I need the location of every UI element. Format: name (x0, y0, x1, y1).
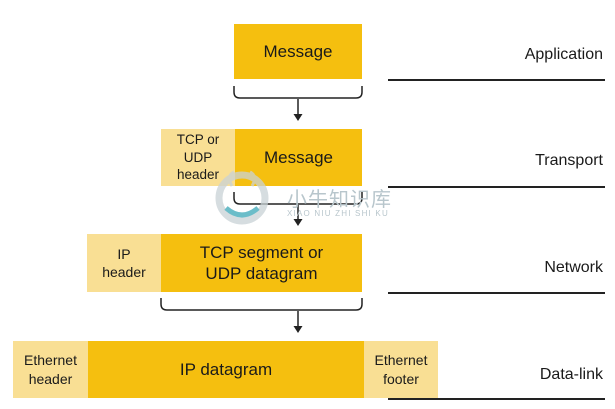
ethernet-header-label: Ethernet header (24, 352, 77, 387)
layer-rule-data-link (388, 398, 605, 400)
transport-payload-label: Message (264, 147, 333, 167)
network-header-block: IP header (87, 234, 161, 292)
brace-application (233, 86, 363, 99)
ethernet-footer-block: Ethernet footer (364, 341, 438, 398)
application-message-block: Message (234, 24, 362, 79)
layer-rule-transport (388, 186, 605, 188)
watermark-logo (215, 170, 269, 225)
layer-rule-network (388, 292, 605, 294)
brace-transport (233, 192, 363, 205)
ip-header-label: IP header (102, 245, 146, 280)
layer-rule-application (388, 79, 605, 81)
layer-label-application: Application (524, 46, 603, 63)
layer-label-network: Network (544, 259, 603, 276)
brace-network (160, 298, 363, 311)
tcp-udp-header-label: TCP or UDP header (176, 132, 220, 183)
watermark-pinyin: XIAO NIU ZHI SHI KU (287, 209, 389, 218)
layer-label-data-link: Data-link (539, 366, 603, 383)
application-payload-label: Message (263, 41, 333, 61)
arrow-head-network (293, 326, 303, 333)
layer-label-transport: Transport (535, 152, 603, 169)
ethernet-footer-label: Ethernet footer (374, 352, 428, 387)
ethernet-header-block: Ethernet header (13, 341, 88, 398)
watermark-chinese: 小牛知识库 (287, 189, 392, 211)
data-link-datagram-block: IP datagram (88, 341, 364, 398)
arrow-head-transport (293, 219, 303, 226)
arrow-head-application (293, 114, 303, 121)
transport-header-block: TCP or UDP header (161, 129, 235, 186)
network-segment-block: TCP segment or UDP datagram (161, 234, 362, 292)
network-payload-label: TCP segment or UDP datagram (199, 242, 324, 283)
data-link-payload-label: IP datagram (179, 359, 273, 379)
